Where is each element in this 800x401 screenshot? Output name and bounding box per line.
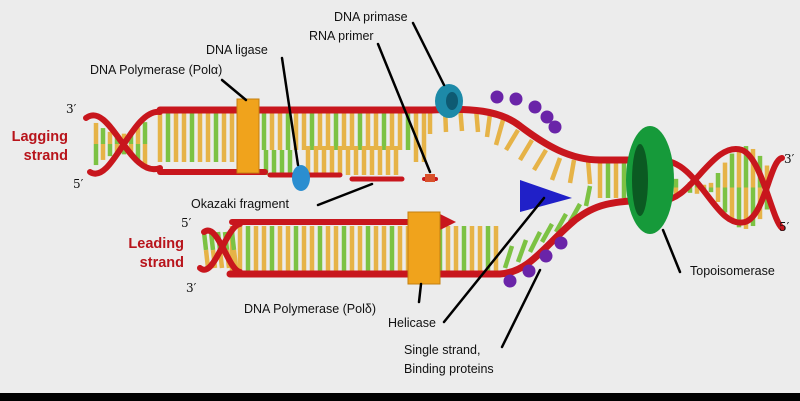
okazaki-fragment-label: Okazaki fragment <box>191 197 289 211</box>
base-pair <box>532 148 548 172</box>
polymerase-delta-block <box>407 211 441 285</box>
rna-primer <box>425 174 435 182</box>
base-pair <box>540 222 554 244</box>
helicase-label: Helicase <box>388 316 436 330</box>
leading-strand-line1: Leading <box>128 236 184 252</box>
lagging-helix-backbone-b <box>87 109 163 177</box>
okazaki-fragment-pointer <box>316 182 374 207</box>
ssb-protein <box>540 110 554 124</box>
base-pair <box>493 119 506 146</box>
polymerase-alpha-block <box>236 98 260 174</box>
leading-strand-label: Leading strand <box>110 235 184 273</box>
polymerase-alpha-pointer <box>220 78 248 102</box>
lagging-strand-line1: Lagging <box>11 129 68 145</box>
ssb-protein <box>539 249 553 263</box>
base-pair <box>549 157 563 181</box>
dna-ligase-blob <box>292 165 310 191</box>
parent-3prime-label: 3′ <box>784 152 795 166</box>
ssb-protein <box>548 120 562 134</box>
helicase-pointer <box>442 196 546 324</box>
ssb-protein <box>522 264 536 278</box>
helicase-wedge <box>520 180 572 212</box>
base-pair <box>484 113 493 138</box>
ssb-protein <box>509 92 523 106</box>
polymerase-delta-pointer <box>417 282 423 304</box>
polymerase-alpha-label: DNA Polymerase (Polα) <box>90 63 223 77</box>
lagging-strand-line2: strand <box>23 148 68 164</box>
ssb-protein <box>528 100 542 114</box>
parent-helix-backbone-a <box>657 155 785 226</box>
leading-3prime-label: 3′ <box>186 281 197 295</box>
topoisomerase-pointer <box>661 228 682 274</box>
base-pair <box>502 245 515 269</box>
polymerase-delta-label: DNA Polymerase (Polδ) <box>244 302 376 316</box>
base-pair <box>567 159 577 184</box>
dna-primase-label: DNA primase <box>334 10 408 24</box>
topoisomerase-hole <box>632 144 648 216</box>
dna-ligase-pointer <box>280 56 300 167</box>
base-pair <box>518 138 534 162</box>
lagging-5prime-label: 5′ <box>73 177 84 191</box>
pointer-lines <box>220 21 682 349</box>
dna-primase-hole <box>446 92 458 110</box>
ssb-protein <box>490 90 504 104</box>
lagging-3prime-label: 3′ <box>66 102 77 116</box>
parent-5prime-label: 5′ <box>779 220 790 234</box>
base-pair <box>585 159 593 185</box>
ssb-label-line2: Binding proteins <box>404 362 494 376</box>
leading-helix-backbone-b <box>201 227 243 275</box>
replication-proteins <box>236 84 674 288</box>
ssb-protein <box>554 236 568 250</box>
base-pair <box>554 212 568 234</box>
dna-primase-pointer <box>411 21 446 87</box>
lagging-helix-backbone-a <box>83 112 163 173</box>
base-pair <box>201 231 209 251</box>
rna-primer-label: RNA primer <box>309 29 374 43</box>
ssb-label-line1: Single strand, <box>404 343 481 357</box>
leading-strand-line2: strand <box>139 255 184 271</box>
base-pair <box>504 128 520 152</box>
ssb-pointer <box>500 268 542 349</box>
ssb-protein <box>503 274 517 288</box>
lagging-strand-label: Lagging strand <box>6 128 68 166</box>
leading-helix-backbone-a <box>197 221 243 273</box>
leading-5prime-label: 5′ <box>181 216 192 230</box>
base-pair <box>583 185 593 207</box>
topoisomerase-label: Topoisomerase <box>690 264 775 278</box>
dna-ligase-label: DNA ligase <box>206 43 268 57</box>
leading-template-backbone <box>226 196 664 278</box>
parent-helix-backbone-b <box>657 146 785 231</box>
base-pair <box>527 230 543 254</box>
rna-primer-pointer <box>376 42 432 174</box>
base-pair <box>515 239 529 263</box>
leading-strand-arrowhead <box>440 214 456 230</box>
